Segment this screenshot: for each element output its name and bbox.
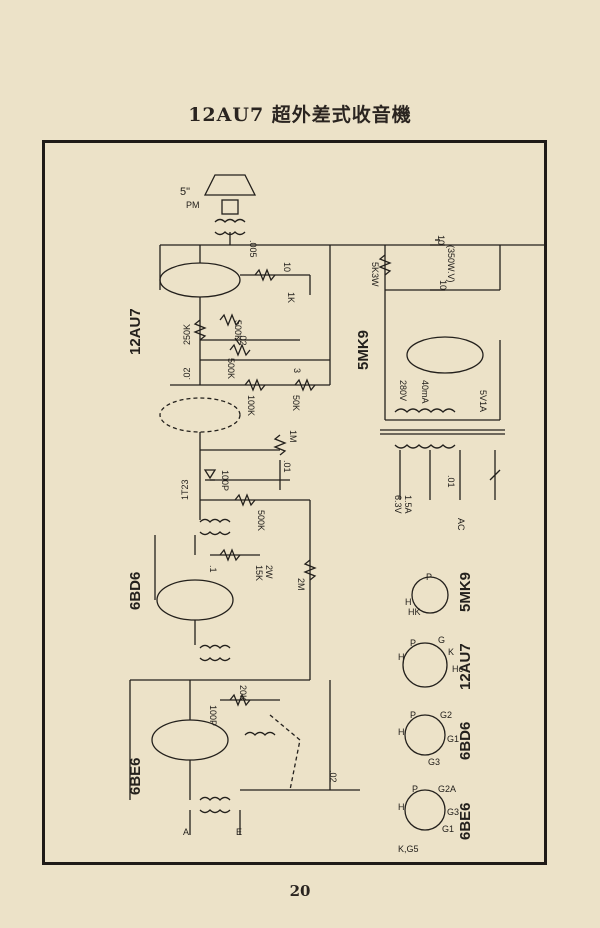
label-c-02-c: .02 bbox=[328, 770, 338, 783]
label-heater-v: 6.3V bbox=[393, 495, 403, 514]
resistor-15k bbox=[219, 548, 241, 562]
label-c-005: .005 bbox=[248, 240, 258, 258]
label-r-15k-watt: 2W bbox=[264, 565, 274, 579]
volume-pot-500k bbox=[229, 343, 251, 357]
socket-12au7 bbox=[402, 642, 448, 688]
if-transformer-1 bbox=[199, 518, 231, 523]
pin-5mk9-hk: HK bbox=[408, 607, 421, 617]
socket-label-6bd6: 6BD6 bbox=[457, 722, 474, 760]
resistor-250k bbox=[193, 319, 207, 341]
label-r-500k-c: 500K bbox=[256, 510, 266, 531]
power-transformer-secondary bbox=[394, 408, 456, 413]
tube-label-6bd6: 6BD6 bbox=[127, 572, 144, 610]
label-r-100k: 100K bbox=[246, 395, 256, 416]
pin-6bd6-g1: G1 bbox=[447, 734, 459, 744]
label-c-10-a: 10 bbox=[436, 235, 446, 245]
tube-label-6be6: 6BE6 bbox=[127, 757, 144, 795]
pin-6bd6-h: H bbox=[398, 727, 405, 737]
socket-6be6 bbox=[404, 789, 446, 831]
resistor-50k bbox=[294, 378, 316, 392]
socket-6bd6 bbox=[404, 714, 446, 756]
gang-capacitor-link bbox=[269, 714, 301, 791]
pin-6be6-kg5: K,G5 bbox=[398, 844, 419, 854]
label-tr-5v1a: 5V1A bbox=[478, 390, 488, 412]
pin-5mk9-p: P bbox=[426, 572, 432, 582]
diode-1t23 bbox=[203, 469, 217, 480]
speaker-magnet bbox=[221, 199, 239, 215]
resistor-100k bbox=[244, 378, 266, 392]
label-c-1: .1 bbox=[208, 565, 218, 573]
resistor-500k-a bbox=[219, 313, 241, 327]
pin-12au7-p: P bbox=[410, 638, 416, 648]
label-c-3: 3 bbox=[292, 368, 302, 373]
power-transformer-primary bbox=[394, 444, 456, 449]
label-r-20k: 20K bbox=[238, 685, 248, 701]
tube-6bd6 bbox=[156, 579, 234, 621]
power-switch bbox=[489, 469, 501, 481]
page-title: 12AU7 超外差式收音機 bbox=[188, 104, 412, 126]
speaker-size-label: 5" bbox=[180, 186, 190, 198]
output-transformer-secondary bbox=[214, 218, 246, 223]
antenna-coil bbox=[199, 796, 231, 801]
label-c-10-b: 10 bbox=[438, 280, 448, 290]
resistor-5k3w bbox=[378, 254, 392, 276]
oscillator-coil bbox=[244, 731, 276, 736]
label-ac: AC bbox=[456, 518, 466, 531]
pin-12au7-h: H bbox=[398, 652, 405, 662]
if-transformer-2 bbox=[199, 644, 231, 649]
socket-5mk9 bbox=[411, 576, 449, 614]
pin-6be6-g1: G1 bbox=[442, 824, 454, 834]
label-r-500k-a: 500K bbox=[233, 320, 243, 341]
label-r-50k: 50K bbox=[291, 395, 301, 411]
label-r-500k-b: 500K bbox=[226, 358, 236, 379]
pin-6bd6-p: P bbox=[410, 710, 416, 720]
resistor-1m bbox=[273, 434, 287, 456]
label-heater-a: 1.5A bbox=[403, 495, 413, 514]
label-tr-40ma: 40mA bbox=[420, 380, 430, 404]
socket-label-5mk9: 5MK9 bbox=[457, 572, 474, 612]
pin-5mk9-h: H bbox=[405, 597, 412, 607]
speaker-cone bbox=[203, 174, 257, 196]
resistor-2m bbox=[303, 559, 317, 581]
label-c-01-a: .01 bbox=[282, 460, 292, 473]
label-r-5k3w: 5K3W bbox=[370, 262, 380, 287]
tube-12au7-input bbox=[159, 397, 241, 433]
pin-6be6-g3: G3 bbox=[447, 807, 459, 817]
pin-12au7-k: K bbox=[448, 647, 454, 657]
tube-label-12au7: 12AU7 bbox=[127, 308, 144, 355]
label-c-02-a: .02 bbox=[238, 333, 248, 346]
cathode-resistor-1k bbox=[254, 268, 276, 282]
pin-12au7-hc: Hc bbox=[452, 664, 463, 674]
pin-6bd6-g2: G2 bbox=[440, 710, 452, 720]
tube-12au7-output bbox=[159, 262, 241, 298]
label-c-01-b: .01 bbox=[446, 475, 456, 488]
pin-6be6-p: P bbox=[412, 784, 418, 794]
socket-label-12au7: 12AU7 bbox=[457, 643, 474, 690]
socket-label-6be6: 6BE6 bbox=[457, 802, 474, 840]
label-c-100p-a: 100P bbox=[220, 470, 230, 491]
speaker-type-label: PM bbox=[186, 200, 200, 210]
label-c-10-a-rating: (350W.V) bbox=[446, 245, 456, 283]
pin-6be6-h: H bbox=[398, 802, 405, 812]
tube-label-5mk9: 5MK9 bbox=[355, 330, 372, 370]
label-diode-1t23: 1T23 bbox=[180, 479, 190, 500]
label-r-10: 10 bbox=[282, 262, 292, 272]
pin-6bd6-g3: G3 bbox=[428, 757, 440, 767]
label-r-1m: 1M bbox=[288, 430, 298, 443]
label-c-02-b: .02 bbox=[182, 367, 192, 380]
label-earth: E bbox=[236, 827, 242, 837]
label-tr-280v: 280V bbox=[398, 380, 408, 401]
pin-6be6-g2a: G2A bbox=[438, 784, 456, 794]
label-r-2m: 2M bbox=[296, 578, 306, 591]
label-c-100p-b: 100P bbox=[208, 705, 218, 726]
label-r-1k: 1K bbox=[286, 292, 296, 303]
pin-12au7-g: G bbox=[438, 635, 445, 645]
label-r-15k: 15K bbox=[254, 565, 264, 581]
page-number: 20 bbox=[289, 882, 311, 900]
tube-5mk9 bbox=[406, 336, 484, 374]
schematic-frame bbox=[42, 140, 547, 865]
label-r-250k: 250K bbox=[182, 324, 192, 345]
label-antenna: A bbox=[183, 827, 189, 837]
